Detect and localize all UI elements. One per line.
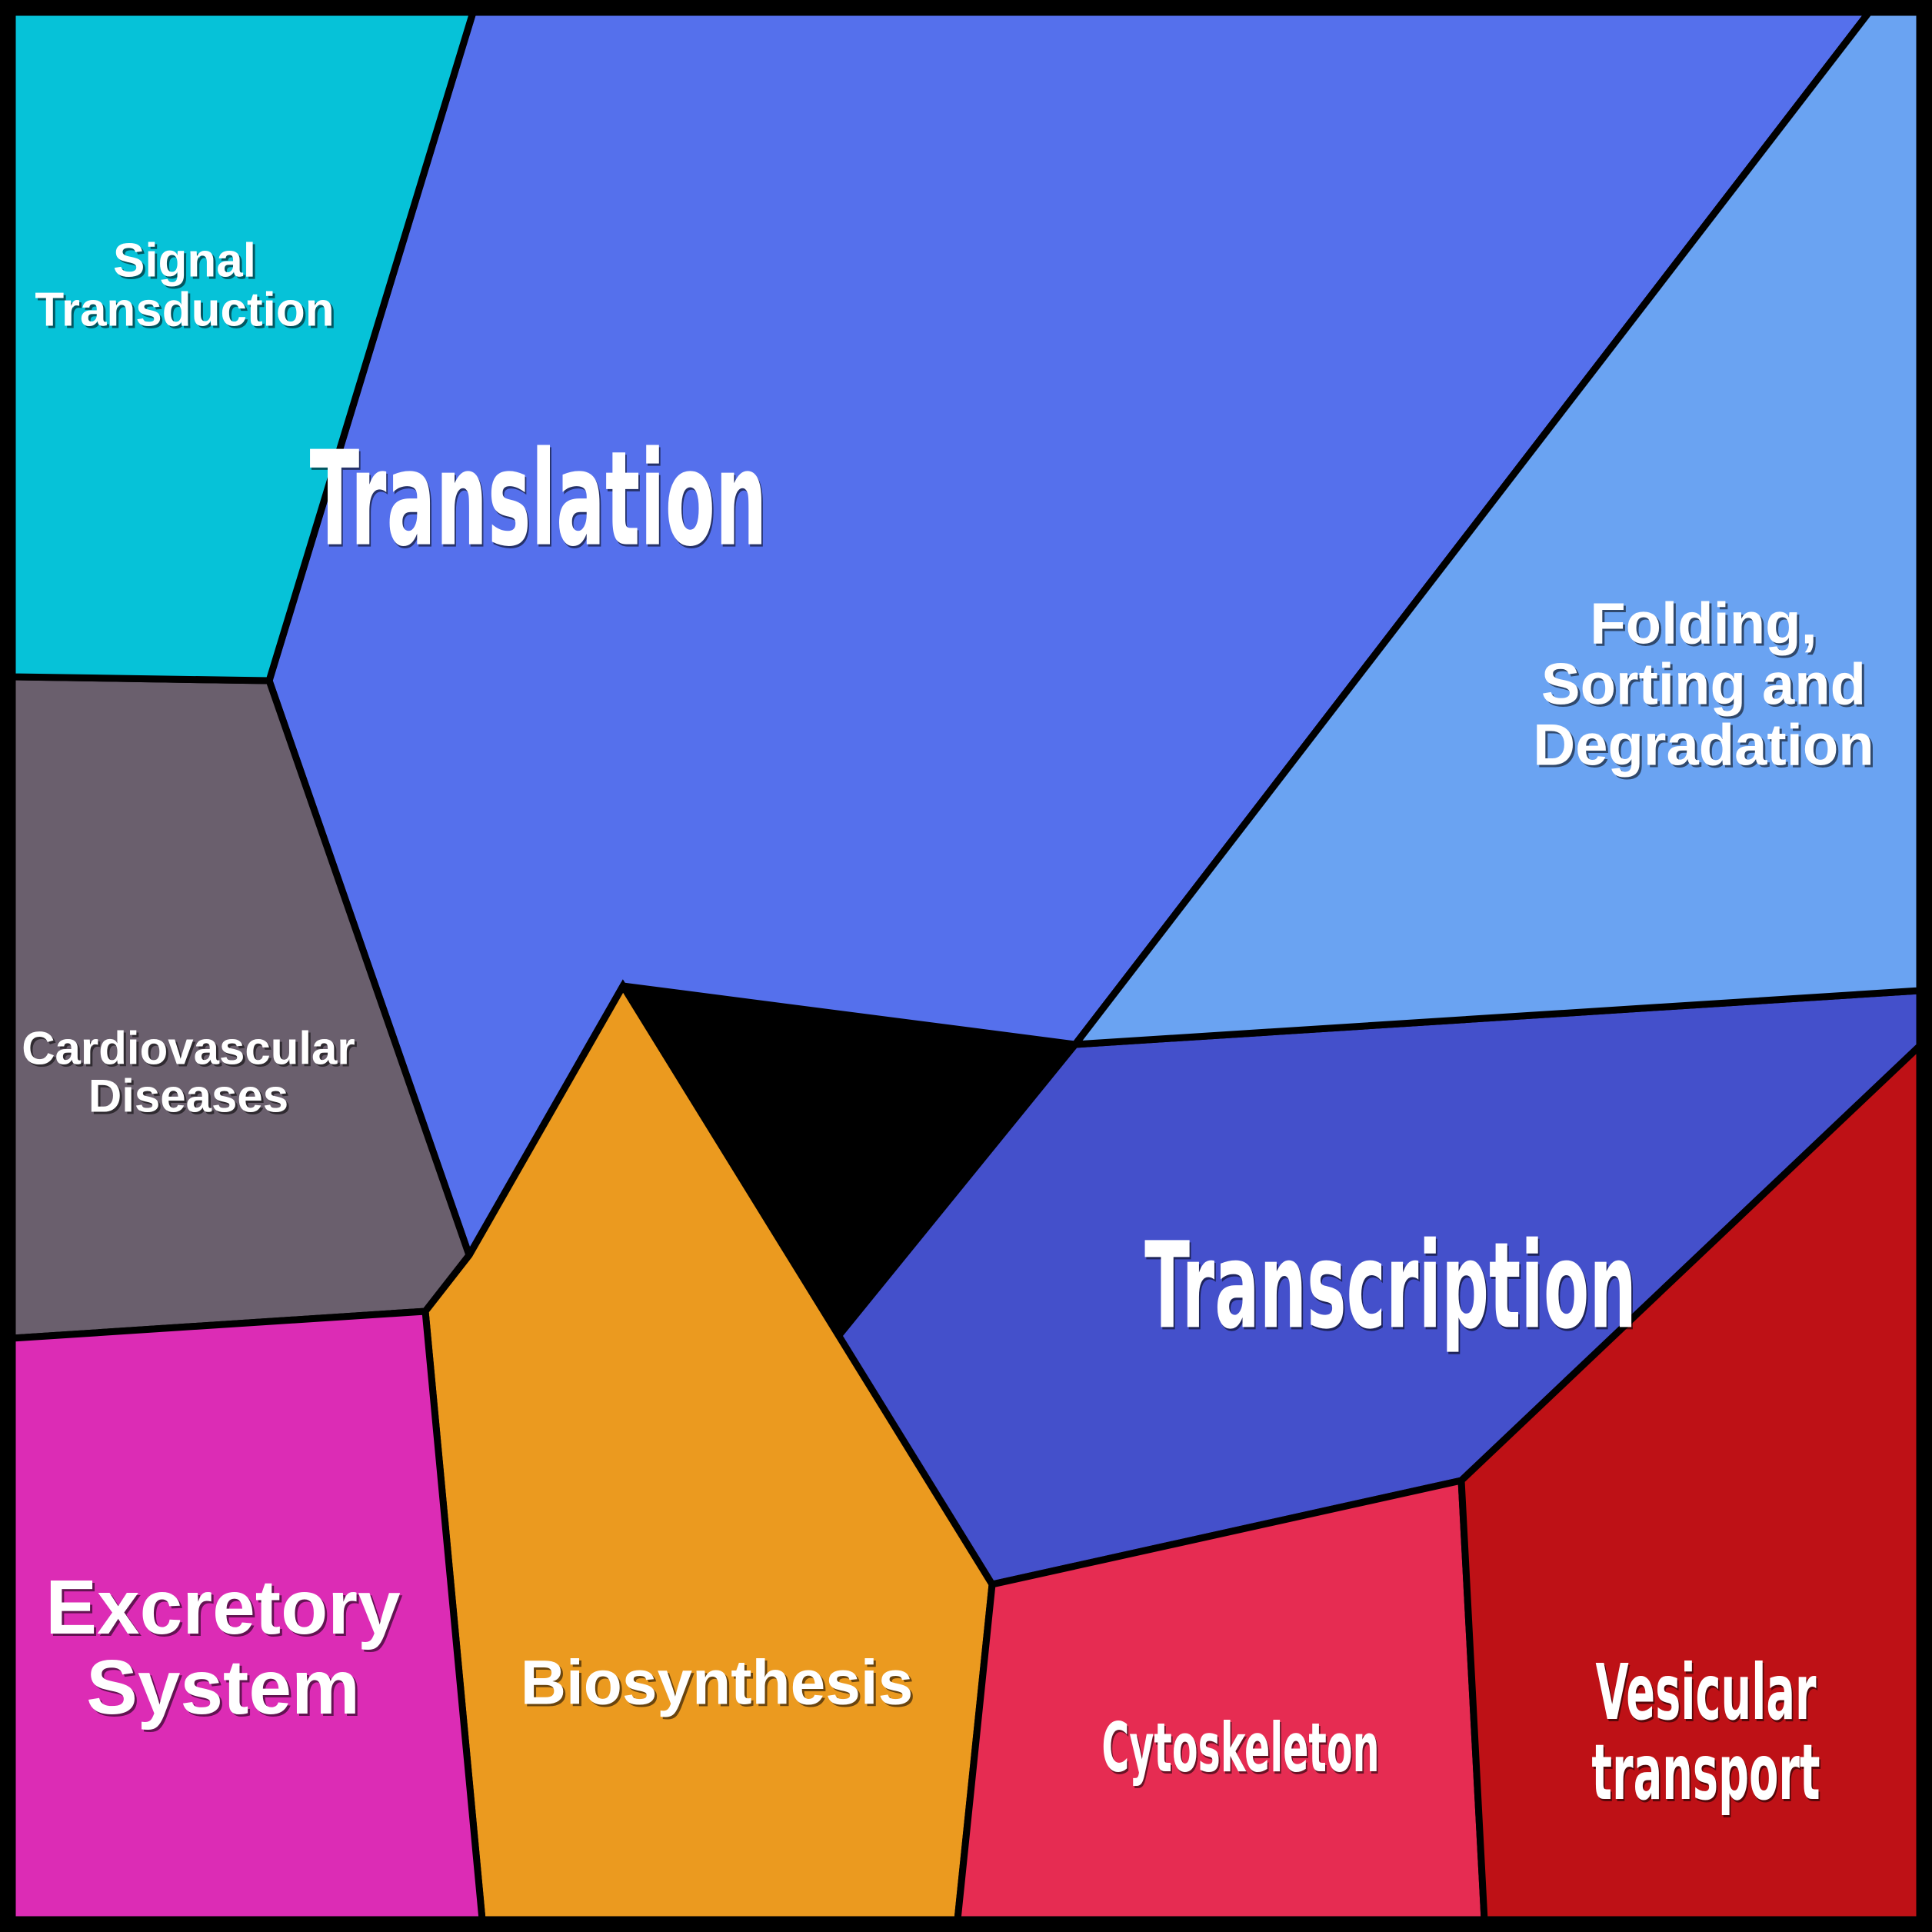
- treemap-cell[interactable]: [8, 1307, 486, 1924]
- treemap-cell[interactable]: [1457, 1038, 1924, 1924]
- treemap-cell[interactable]: [1068, 8, 1924, 1049]
- treemap-cell[interactable]: [8, 8, 478, 685]
- cell-shape-group: [8, 8, 1924, 1924]
